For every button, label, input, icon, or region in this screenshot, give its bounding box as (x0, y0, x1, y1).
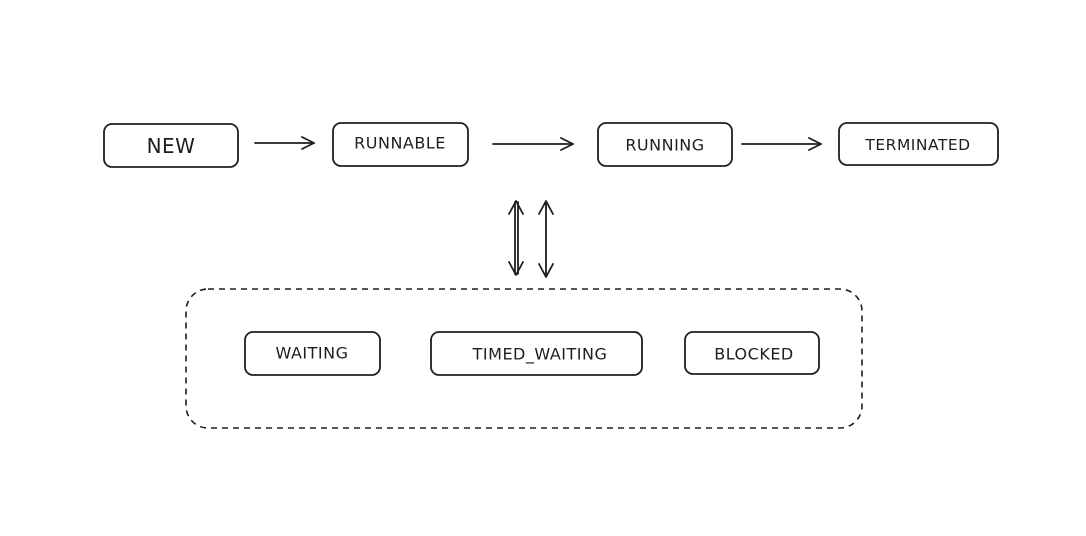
state-blocked-box (684, 331, 820, 375)
state-new-box (103, 123, 239, 168)
state-runnable-box (332, 122, 469, 167)
state-timed-waiting: TIMED_WAITING (430, 331, 643, 376)
state-timed-waiting-label: TIMED_WAITING (472, 345, 608, 365)
state-runnable: RUNNABLE (332, 122, 469, 167)
blocking-states-group (185, 288, 863, 429)
state-running-box (597, 122, 733, 167)
arrow-runnable-to-running (492, 137, 574, 151)
state-running-label: RUNNING (625, 136, 704, 155)
state-blocked: BLOCKED (684, 331, 820, 375)
state-blocked-label: BLOCKED (714, 345, 794, 364)
state-waiting: WAITING (244, 331, 381, 376)
state-running: RUNNING (597, 122, 733, 167)
state-new: NEW (103, 123, 239, 168)
arrow-running-to-terminated (741, 137, 822, 151)
state-new-label: NEW (147, 134, 196, 158)
state-terminated-box (838, 122, 999, 166)
arrow-runnable-to-group (508, 200, 524, 276)
state-waiting-label: WAITING (276, 344, 349, 363)
state-terminated: TERMINATED (838, 122, 999, 166)
state-terminated-label: TERMINATED (864, 136, 970, 154)
arrow-group-to-runnable (538, 200, 554, 278)
arrow-new-to-runnable (254, 136, 315, 150)
state-runnable-label: RUNNABLE (354, 134, 446, 153)
state-waiting-box (244, 331, 381, 376)
state-timed-waiting-box (430, 331, 643, 376)
